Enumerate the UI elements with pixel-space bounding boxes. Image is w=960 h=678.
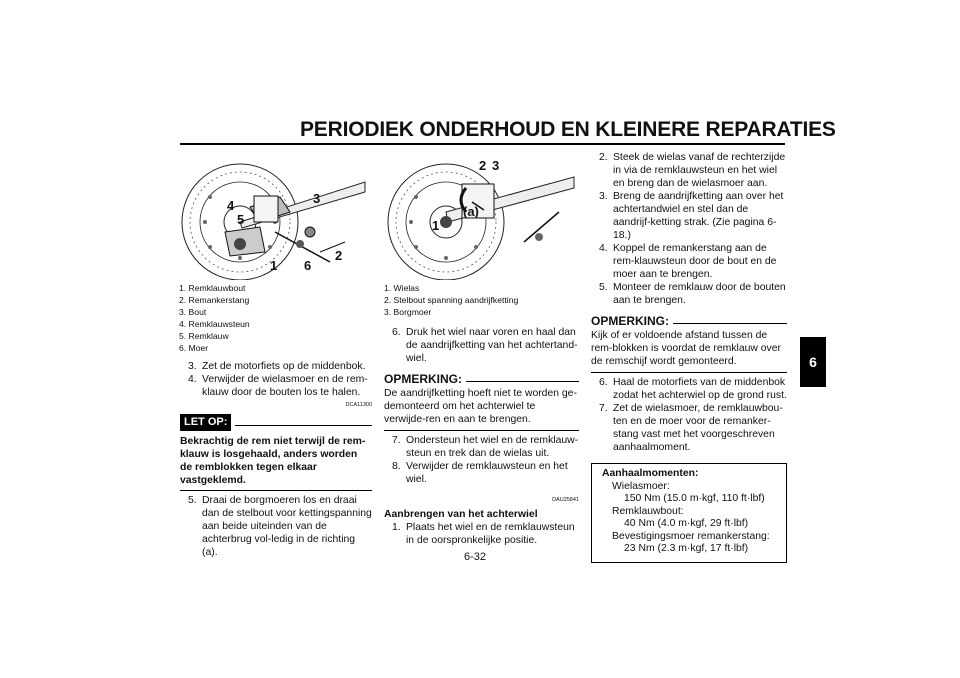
step-6: 6.Haal de motorfiets van de middenbok zo…	[599, 377, 787, 401]
chapter-tab: 6	[800, 337, 826, 387]
torque-value: 150 Nm (15.0 m·kgf, 110 ft·lbf)	[624, 493, 765, 504]
torque-value: 23 Nm (2.3 m·kgf, 17 ft·lbf)	[624, 543, 749, 554]
callout-3: 3	[313, 191, 321, 206]
legend-item: 4. Remklauwsteun	[179, 319, 250, 329]
step-1: 1.Plaats het wiel en de remklauwsteun in…	[392, 522, 575, 546]
legend-item: 2. Stelbout spanning aandrijfketting	[384, 295, 519, 305]
figure-caliper: 1 2 3 4 5 6	[180, 152, 370, 281]
note-label: OPMERKING:	[591, 314, 669, 328]
warning-code: DCA11300	[345, 402, 373, 408]
note-rule	[466, 381, 579, 382]
column-1: 3.Zet de motorfiets op de middenbok. 4.V…	[180, 360, 372, 559]
legend-item: 3. Bout	[179, 307, 207, 317]
note-end-rule	[591, 372, 787, 373]
step-4: 4.Koppel de remankerstang aan de rem-kla…	[599, 243, 777, 280]
step-8: 8.Verwijder de remklauwsteun en het wiel…	[392, 461, 568, 485]
column-2: 6.Druk het wiel naar voren en haal dan d…	[384, 326, 579, 547]
warning-heading: LET OP:	[180, 414, 372, 431]
torque-value: 40 Nm (4.0 m·kgf, 29 ft·lbf)	[624, 518, 749, 529]
step-3: 3.Breng de aandrijfketting aan over het …	[599, 191, 784, 241]
callout-1: 1	[270, 258, 278, 273]
callout-1: 1	[432, 218, 440, 233]
step-3: 3.Zet de motorfiets op de middenbok.	[188, 361, 366, 372]
callout-2: 2	[335, 248, 343, 263]
figure-chain-adjuster: 1 2 3 (a)	[384, 152, 576, 281]
torque-heading: Aanhaalmomenten:	[602, 468, 699, 479]
torque-label: Remklauwbout:	[612, 505, 684, 517]
section-title: Aanbrengen van het achterwiel	[384, 509, 538, 520]
callout-4: 4	[227, 198, 235, 213]
legend-item: 6. Moer	[179, 343, 209, 353]
warning-rule	[235, 425, 372, 426]
page-title: PERIODIEK ONDERHOUD EN KLEINERE REPARATI…	[300, 118, 836, 141]
torque-label: Bevestigingsmoer remankerstang:	[612, 530, 770, 542]
legend-item: 5. Remklauw	[179, 331, 229, 341]
note-end-rule	[384, 430, 579, 431]
step-6: 6.Druk het wiel naar voren en haal dan d…	[392, 327, 578, 364]
legend-item: 1. Wielas	[384, 283, 420, 293]
note-text: De aandrijfketting hoeft niet te worden …	[384, 388, 577, 425]
note-label: OPMERKING:	[384, 372, 462, 386]
torque-box: Aanhaalmomenten: Wielasmoer: 150 Nm (15.…	[591, 463, 787, 563]
figure2-legend: 1. Wielas 2. Stelbout spanning aandrijfk…	[384, 282, 579, 318]
warning-label: LET OP:	[180, 414, 232, 431]
step-7: 7.Zet de wielasmoer, de remklauwbou-ten …	[599, 403, 783, 453]
page-number: 6-32	[464, 551, 487, 563]
callout-2: 2	[479, 158, 487, 173]
note-heading: OPMERKING:	[591, 315, 787, 328]
callout-a: (a)	[463, 204, 479, 219]
note-text: Kijk of er voldoende afstand tussen de r…	[591, 330, 781, 367]
step-2: 2.Steek de wielas vanaf de rechterzijde …	[599, 152, 786, 189]
legend-item: 3. Borgmoer	[384, 307, 432, 317]
step-4: 4.Verwijder de wielasmoer en de rem-klau…	[188, 374, 368, 398]
note-rule	[673, 323, 787, 324]
callout-5: 5	[237, 212, 245, 227]
legend-item: 1. Remklauwbout	[179, 283, 246, 293]
title-rule	[180, 143, 785, 145]
step-5: 5.Monteer de remklauw door de bouten aan…	[599, 282, 786, 306]
torque-label: Wielasmoer:	[612, 480, 670, 492]
legend-item: 2. Remankerstang	[179, 295, 250, 305]
section-code: DAU25841	[552, 497, 579, 503]
step-5: 5.Draai de borgmoeren los en draai dan d…	[188, 495, 372, 558]
warning-text: Bekrachtig de rem niet terwijl de rem-kl…	[180, 436, 366, 486]
callout-3: 3	[492, 158, 500, 173]
step-7: 7.Ondersteun het wiel en de remklauw-ste…	[392, 435, 579, 459]
warning-end-rule	[180, 490, 372, 491]
note-heading: OPMERKING:	[384, 373, 579, 386]
column-3: 2.Steek de wielas vanaf de rechterzijde …	[591, 151, 787, 563]
figure1-legend: 1. Remklauwbout 2. Remankerstang 3. Bout…	[179, 282, 369, 354]
callout-6: 6	[304, 258, 312, 273]
